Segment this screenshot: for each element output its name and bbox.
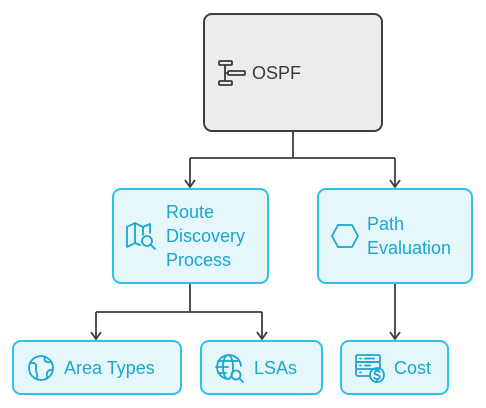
node-lsas-label: LSAs [254, 357, 298, 378]
node-cost: Cost [340, 340, 449, 395]
node-route-discovery-process: Route Discovery Process [112, 188, 269, 284]
globe-search-icon [215, 353, 244, 383]
hexagon-icon [331, 224, 359, 248]
node-ospf: OSPF [203, 13, 383, 132]
node-ospf-label: OSPF [252, 62, 302, 83]
node-cost-label: Cost [394, 357, 432, 378]
git-branch-icon [218, 59, 246, 86]
node-path-evaluation: Path Evaluation [317, 188, 473, 284]
node-route-discovery-label: Route Discovery Process [166, 202, 246, 270]
node-path-evaluation-label: Path Evaluation [367, 214, 452, 258]
server-dollar-icon [355, 353, 385, 383]
node-area-types: Area Types [12, 340, 182, 395]
node-lsas: LSAs [200, 340, 323, 395]
map-search-icon [126, 222, 156, 250]
node-area-types-label: Area Types [64, 357, 155, 378]
globe-icon [28, 354, 54, 381]
